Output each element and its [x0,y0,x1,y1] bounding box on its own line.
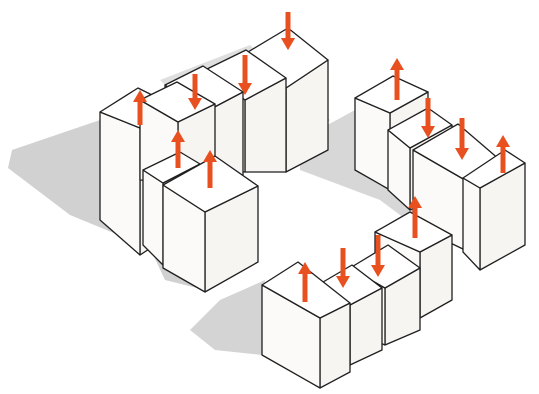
up-arrow [203,150,217,188]
up-arrow [496,135,510,173]
shadow-bottom-cluster [190,280,265,355]
up-arrow [408,196,422,238]
up-arrow [298,262,312,302]
down-arrow [281,12,295,50]
up-arrow [390,58,404,100]
block [462,149,526,271]
up-arrow [133,90,147,125]
down-arrow [421,98,435,138]
bottom-cluster [261,211,453,389]
down-arrow [455,118,469,160]
down-arrow [336,248,350,288]
down-arrow [238,55,252,95]
down-arrow [371,235,385,277]
arrow-layer [133,12,510,302]
down-arrow [188,74,202,110]
up-arrow [171,130,185,168]
